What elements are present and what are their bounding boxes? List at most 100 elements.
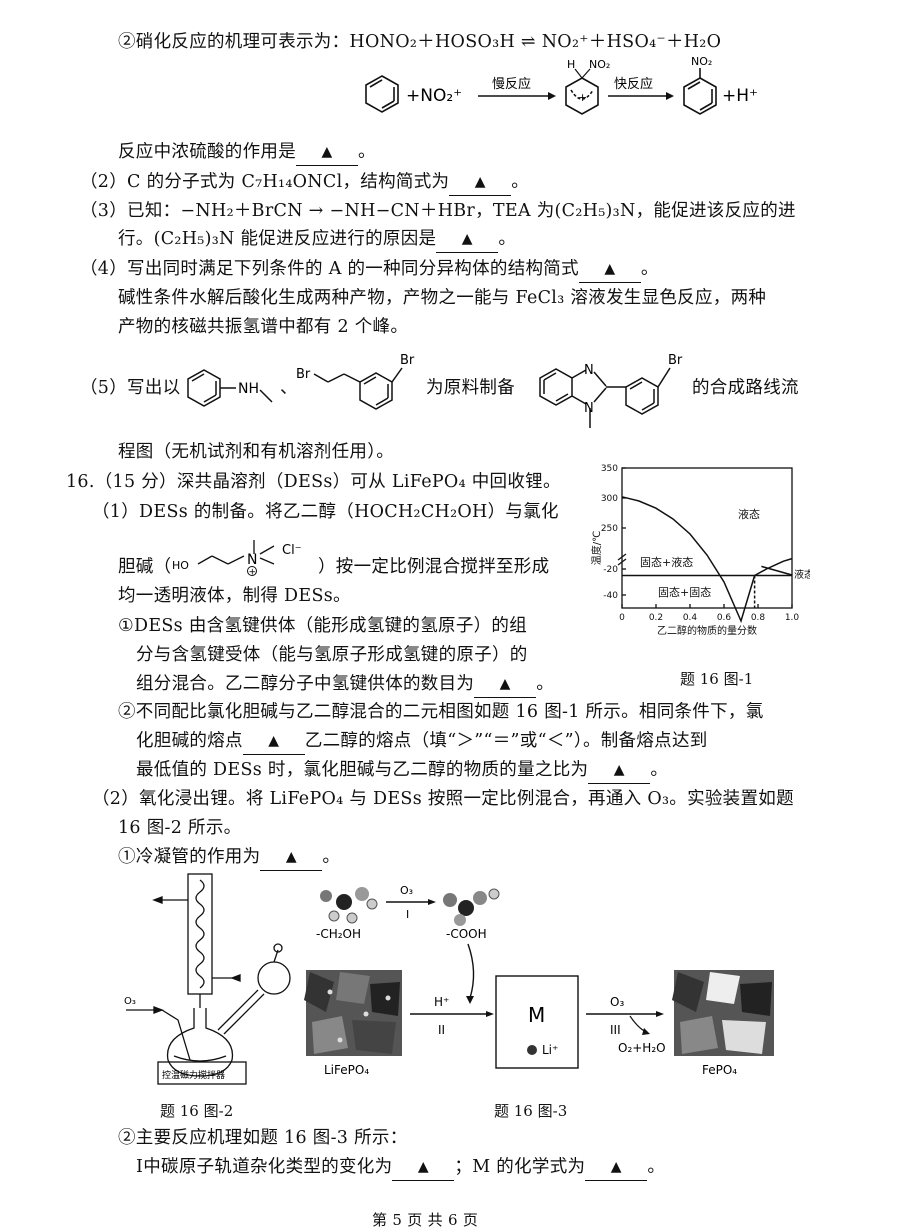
x-tick-label: 1.0	[785, 613, 800, 623]
y-tick-label: -40	[603, 591, 618, 601]
line-sulfuric-role: 反应中浓硫酸的作用是▲。	[118, 140, 376, 166]
x-tick-label: 0.2	[649, 613, 663, 623]
stirrer-label: 控温磁力搅拌器	[162, 1069, 225, 1081]
dropping-funnel	[257, 961, 291, 995]
x-tick-label: 0	[619, 613, 625, 623]
ch2oh-model	[320, 887, 378, 924]
line-hbond-2: 分与含氢键受体（能与氢原子形成氢键的原子）的	[136, 645, 528, 665]
fig2-caption: 题 16 图-2	[160, 1102, 234, 1120]
axis-break	[617, 558, 627, 566]
bromobenzyl-bromide: Br Br	[296, 353, 415, 410]
cooh-model	[443, 888, 500, 926]
line-condenser: ①冷凝管的作用为▲。	[118, 845, 340, 871]
line-phase-3: 最低值的 DESs 时，氯化胆碱与乙二醇的物质的量之比为▲。	[136, 758, 668, 784]
phase-curve-1	[754, 557, 793, 577]
line-q16-1: （1）DESs 的制备。将乙二醇（HOCH₂CH₂OH）与氯化	[92, 502, 559, 522]
phase-curve-0	[621, 496, 756, 624]
o2-h2o-label: O₂+H₂O	[618, 1041, 666, 1055]
line-phase-1: ②不同配比氯化胆碱与乙二醇混合的二元相图如题 16 图-1 所示。相同条件下，氯	[118, 702, 764, 722]
nitration-scheme: +NO₂⁺ 慢反应 + H NO₂ 快反应 NO₂ +H⁺	[365, 55, 758, 115]
line-q16-title: 16.（15 分）深共晶溶剂（DESs）可从 LiFePO₄ 中回收锂。	[66, 472, 561, 492]
line-choline-b: ）按一定比例混合搅拌至形成	[318, 557, 550, 577]
line-final: Ⅰ中碳原子轨道杂化类型的变化为▲；M 的化学式为▲。	[136, 1155, 665, 1181]
n-plus-label: N	[247, 552, 257, 568]
lifepo4-crystal	[304, 970, 402, 1056]
n-label-1: N	[584, 363, 594, 378]
no2-plus-label: +NO₂⁺	[406, 86, 462, 106]
step-ii-label: II	[438, 1023, 445, 1037]
ch2oh-label: -CH₂OH	[316, 927, 361, 941]
line-des-formed: 均一透明液体，制得 DESs。	[118, 586, 351, 606]
h-plus-label-fig: H⁺	[434, 995, 449, 1009]
step-i-label: I	[406, 908, 409, 921]
region-solid-solid: 固态+固态	[658, 586, 711, 599]
x-tick-label: 0.4	[683, 613, 698, 623]
line-mechanism: ②主要反应机理如题 16 图-3 所示：	[118, 1128, 408, 1148]
line-q3-cont: 行。(C₂H₅)₃N 能促进反应进行的原因是▲。	[118, 227, 516, 253]
x-axis-label: 乙二醇的物质的量分数	[657, 624, 757, 637]
o3-label-1: O₃	[400, 884, 413, 897]
plus-charge: +	[578, 91, 587, 104]
cooh-label: -COOH	[446, 927, 487, 941]
no2-label-2: NO₂	[691, 55, 712, 68]
y-axis-label: 温度/℃	[590, 531, 603, 566]
target-benzimidazole: N N Br	[539, 353, 683, 428]
li-plus-label: Li⁺	[542, 1043, 558, 1057]
fig3-caption: 题 16 图-3	[494, 1102, 568, 1120]
h-plus-label: +H⁺	[722, 86, 758, 106]
three-neck-flask	[166, 1008, 234, 1077]
fig1-caption: 题 16 图-1	[680, 670, 754, 688]
page-footer: 第 5 页 共 6 页	[372, 1211, 479, 1229]
br-label-2: Br	[400, 353, 415, 368]
plot-frame	[621, 467, 793, 609]
line-q4-cond1: 碱性条件水解后酸化生成两种产物，产物之一能与 FeCl₃ 溶液发生显色反应，两种	[118, 288, 767, 308]
line-q4-cond2: 产物的核磁共振氢谱中都有 2 个峰。	[118, 317, 409, 337]
fast-label: 快反应	[614, 76, 653, 92]
axis-break	[617, 553, 627, 561]
line-q5-end: 的合成路线流	[692, 378, 799, 398]
mechanism-figure: -CH₂OH O₃ I -COOH LiFePO₄ H⁺ II M Li⁺ O₃…	[304, 884, 774, 1077]
region-liquid-solid: 液态+固态	[794, 568, 810, 581]
n-methylaniline: NH	[187, 369, 273, 407]
fepo4-label: FePO₄	[702, 1063, 737, 1077]
ho-label: HO	[172, 559, 189, 572]
sigma-complex	[565, 77, 599, 115]
line-q5-mid: 为原料制备	[426, 378, 515, 398]
line-nitration-mechanism: ②硝化反应的机理可表示为：HONO₂＋HOSO₃H ⇌ NO₂⁺＋HSO₄⁻＋H…	[118, 32, 722, 52]
no2-label-1: NO₂	[589, 58, 610, 71]
nh-label: NH	[238, 381, 259, 397]
line-q4: （4）写出同时满足下列条件的 A 的一种同分异构体的结构简式▲。	[80, 257, 659, 283]
x-tick-label: 0.8	[751, 613, 766, 623]
line-hbond-1: ①DESs 由含氢键供体（能形成氢键的氢原子）的组	[118, 616, 528, 636]
br-label-1: Br	[296, 367, 311, 382]
lifepo4-label: LiFePO₄	[324, 1063, 369, 1077]
region-liquid: 液态	[738, 507, 760, 521]
y-tick-label: 250	[601, 524, 618, 534]
slow-label: 慢反应	[492, 76, 531, 92]
line-q3: （3）已知：−NH₂＋BrCN → −NH−CN＋HBr，TEA 为(C₂H₅)…	[80, 201, 796, 221]
y-tick-label: 350	[601, 464, 618, 474]
m-label: M	[528, 1003, 545, 1027]
choline-chloride-structure: HO N + Cl⁻	[172, 540, 302, 578]
svg-text:+: +	[249, 568, 257, 578]
apparatus-figure: O₃ 控温磁力搅拌器	[124, 873, 291, 1085]
m-box	[495, 975, 579, 1069]
comma-sep: 、	[280, 378, 298, 398]
line-phase-2: 化胆碱的熔点▲乙二醇的熔点（填“＞”“＝”或“＜”）。制备熔点达到	[136, 729, 708, 755]
o3-label-2: O₃	[610, 995, 624, 1009]
y-tick-label: 300	[601, 494, 618, 504]
benzene-ring	[365, 75, 399, 113]
leader-line	[761, 565, 793, 576]
line-q16-2: （2）氧化浸出锂。将 LiFePO₄ 与 DESs 按照一定比例混合，再通入 O…	[92, 789, 794, 809]
fepo4-crystal	[672, 970, 774, 1056]
step-iii-label: III	[610, 1023, 621, 1037]
h-label: H	[567, 58, 575, 71]
n-label-2: N	[584, 401, 594, 416]
nitrobenzene-ring	[683, 68, 717, 115]
y-tick-label: -20	[603, 565, 618, 575]
o3-inlet-label: O₃	[124, 996, 136, 1007]
line-q16-2-cont: 16 图-2 所示。	[118, 818, 242, 838]
stirrer-base	[157, 1061, 247, 1085]
line-q5-cont: 程图（无机试剂和有机溶剂任用）。	[118, 442, 395, 462]
